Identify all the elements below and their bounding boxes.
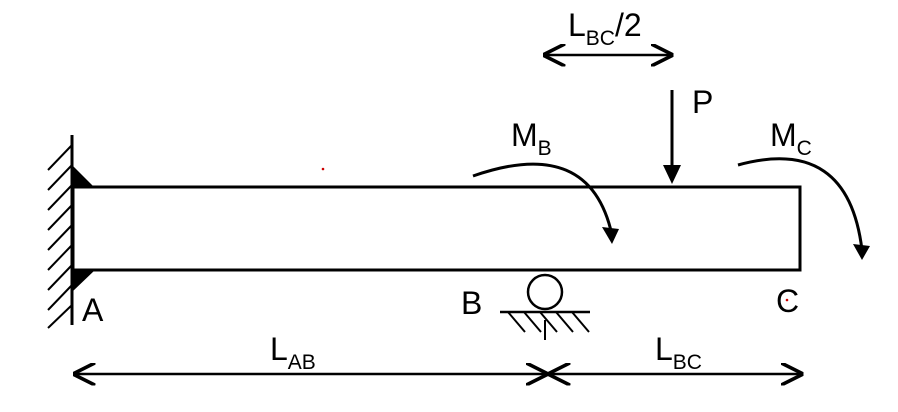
point-a-label: A bbox=[82, 292, 104, 328]
dimension-half-bc-label: LBC/2 bbox=[568, 7, 642, 50]
load-p-label: P bbox=[692, 84, 713, 120]
moment-c-arrowhead bbox=[853, 244, 870, 260]
speck-dot bbox=[785, 298, 789, 302]
beam bbox=[71, 185, 802, 272]
moment-b-label: MB bbox=[511, 117, 552, 160]
moment-b-arrow bbox=[472, 162, 614, 236]
dimension-ab-label: LAB bbox=[270, 331, 316, 374]
roller-support bbox=[500, 273, 590, 340]
speck-dot bbox=[321, 167, 325, 171]
point-b-label: B bbox=[461, 285, 482, 321]
moment-c-label: MC bbox=[770, 117, 812, 160]
point-load-arrow bbox=[663, 90, 681, 184]
moment-c-arrow bbox=[737, 157, 864, 251]
moment-b-arrowhead bbox=[602, 227, 619, 244]
dimension-bc-label: LBC bbox=[655, 331, 702, 374]
